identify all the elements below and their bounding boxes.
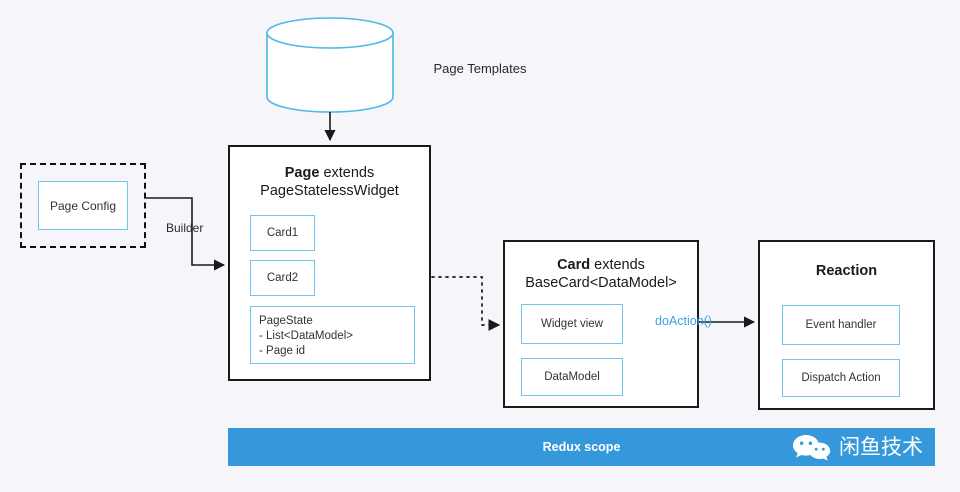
page-state-box[interactable]: PageState - List<DataModel> - Page id [250, 306, 415, 364]
page-child-card2[interactable]: Card2 [250, 260, 315, 296]
card-child-datamodel[interactable]: DataModel [521, 358, 623, 396]
reaction-child-dispatch-action[interactable]: Dispatch Action [782, 359, 900, 397]
card-node[interactable]: Card extends BaseCard<DataModel> Widget … [503, 240, 699, 408]
wechat-icon [793, 435, 831, 461]
card-node-title: Card extends [505, 256, 697, 274]
card-node-title-line2: BaseCard<DataModel> [525, 275, 677, 291]
card-node-title-rest: extends [590, 257, 645, 273]
page-node[interactable]: Page extends PageStatelessWidget Card1 C… [228, 145, 431, 381]
reaction-child-event-handler[interactable]: Event handler [782, 305, 900, 345]
card-node-title-strong: Card [557, 257, 591, 273]
page-child-card1-label: Card1 [266, 227, 299, 239]
page-child-card2-label: Card2 [266, 272, 299, 284]
reaction-child-dispatch-action-label: Dispatch Action [801, 372, 881, 384]
page-config-box[interactable]: Page Config [38, 181, 128, 230]
page-state-line2: - List<DataModel> [259, 330, 353, 342]
card-child-datamodel-label: DataModel [544, 371, 600, 383]
reaction-node[interactable]: Reaction Event handler Dispatch Action [758, 240, 935, 410]
page-node-title-rest: extends [319, 165, 375, 181]
brand-name: 闲鱼技术 [839, 434, 923, 459]
redux-scope-bar: Redux scope 闲鱼技术 [228, 428, 935, 466]
page-node-title: Page extends [230, 164, 429, 182]
builder-edge-label: Builder [166, 221, 204, 235]
page-config-label: Page Config [49, 198, 117, 213]
reaction-node-title: Reaction [815, 263, 878, 279]
page-node-title-strong: Page [284, 165, 320, 181]
page-state-line3: - Page id [259, 345, 306, 357]
page-node-title-line2: PageStatelessWidget [260, 183, 399, 199]
page-child-card1[interactable]: Card1 [250, 215, 315, 251]
redux-scope-label: Redux scope [542, 440, 621, 454]
page-state-line1: PageState [259, 315, 313, 327]
brand-block: 闲鱼技术 [792, 433, 923, 461]
card-child-widget-view-label: Widget view [541, 318, 603, 330]
reaction-child-event-handler-label: Event handler [805, 319, 877, 331]
page-config-group [20, 163, 146, 248]
do-action-edge-label: doAction() [655, 314, 712, 328]
card-child-widget-view[interactable]: Widget view [521, 304, 623, 344]
page-templates-label: Page Templates [433, 61, 527, 76]
